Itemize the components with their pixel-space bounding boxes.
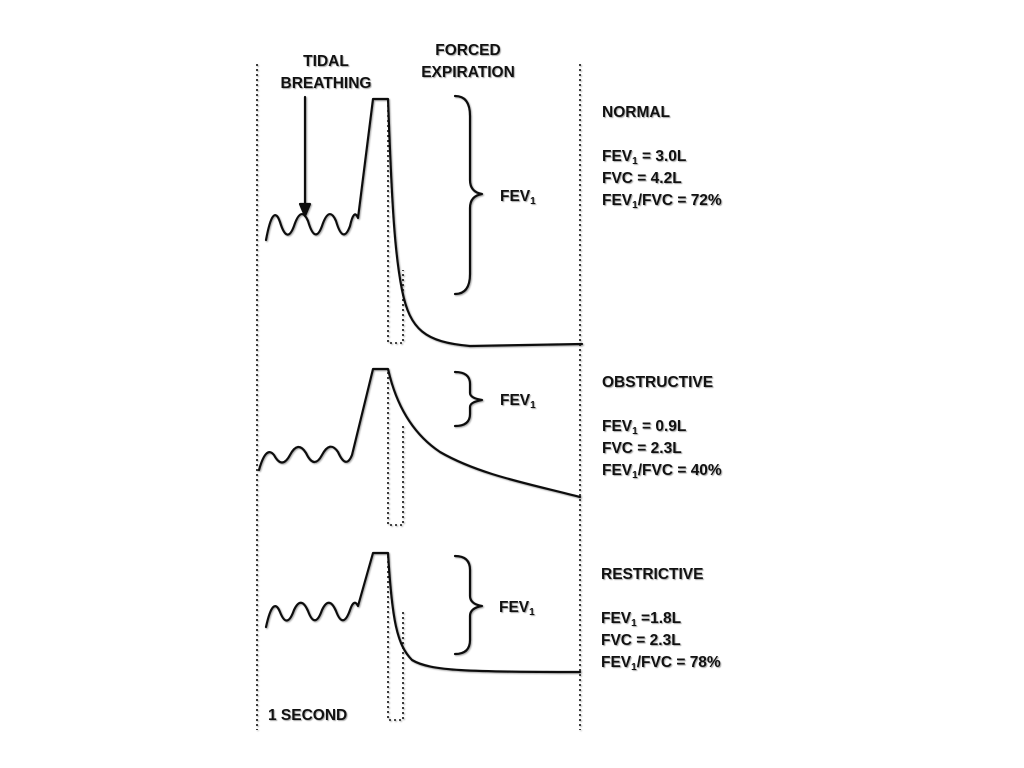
trace-normal	[264, 97, 584, 348]
fev1-brace-normal	[453, 94, 484, 296]
panel-title: OBSTRUCTIVE	[602, 374, 714, 391]
fev1-brace-restrictive	[453, 554, 484, 656]
one-second-box-normal	[387, 100, 404, 344]
ratio-value-line: FEV1/FVC = 40%	[602, 462, 722, 481]
one-second-box-obstructive	[387, 372, 404, 526]
fev1-value-line: FEV1 =1.8L	[601, 610, 682, 629]
fvc-value-line: FVC = 2.3L	[601, 632, 681, 649]
trace-restrictive	[264, 551, 582, 674]
fev1-brace-obstructive	[453, 370, 484, 428]
tidal-breathing-label: TIDAL BREATHING	[280, 53, 372, 92]
ratio-value-line: FEV1/FVC = 72%	[602, 192, 722, 211]
fvc-value-line: FVC = 4.2L	[602, 170, 682, 187]
forced-expiration-label: FORCED EXPIRATION	[421, 42, 515, 81]
panel-title: RESTRICTIVE	[601, 566, 704, 583]
one-second-box-restrictive	[387, 556, 404, 721]
panel-normal: NORMAL FEV1 = 3.0L FVC = 4.2L FEV1/FVC =…	[602, 102, 722, 212]
trace-obstructive	[257, 367, 582, 499]
ratio-value-line: FEV1/FVC = 78%	[601, 654, 721, 673]
panel-obstructive: OBSTRUCTIVE FEV1 = 0.9L FVC = 2.3L FEV1/…	[602, 372, 722, 482]
fvc-value-line: FVC = 2.3L	[602, 440, 682, 457]
fev1-label-restrictive: FEV1	[499, 599, 535, 618]
fev1-label-obstructive: FEV1	[500, 392, 536, 411]
fev1-value-line: FEV1 = 0.9L	[602, 418, 687, 437]
one-second-label: 1 SECOND	[268, 707, 348, 724]
fev1-label-normal: FEV1	[500, 188, 536, 207]
panel-title: NORMAL	[602, 104, 671, 121]
panel-restrictive: RESTRICTIVE FEV1 =1.8L FVC = 2.3L FEV1/F…	[601, 564, 721, 674]
arrow-head	[298, 202, 312, 218]
fev1-value-line: FEV1 = 3.0L	[602, 148, 687, 167]
